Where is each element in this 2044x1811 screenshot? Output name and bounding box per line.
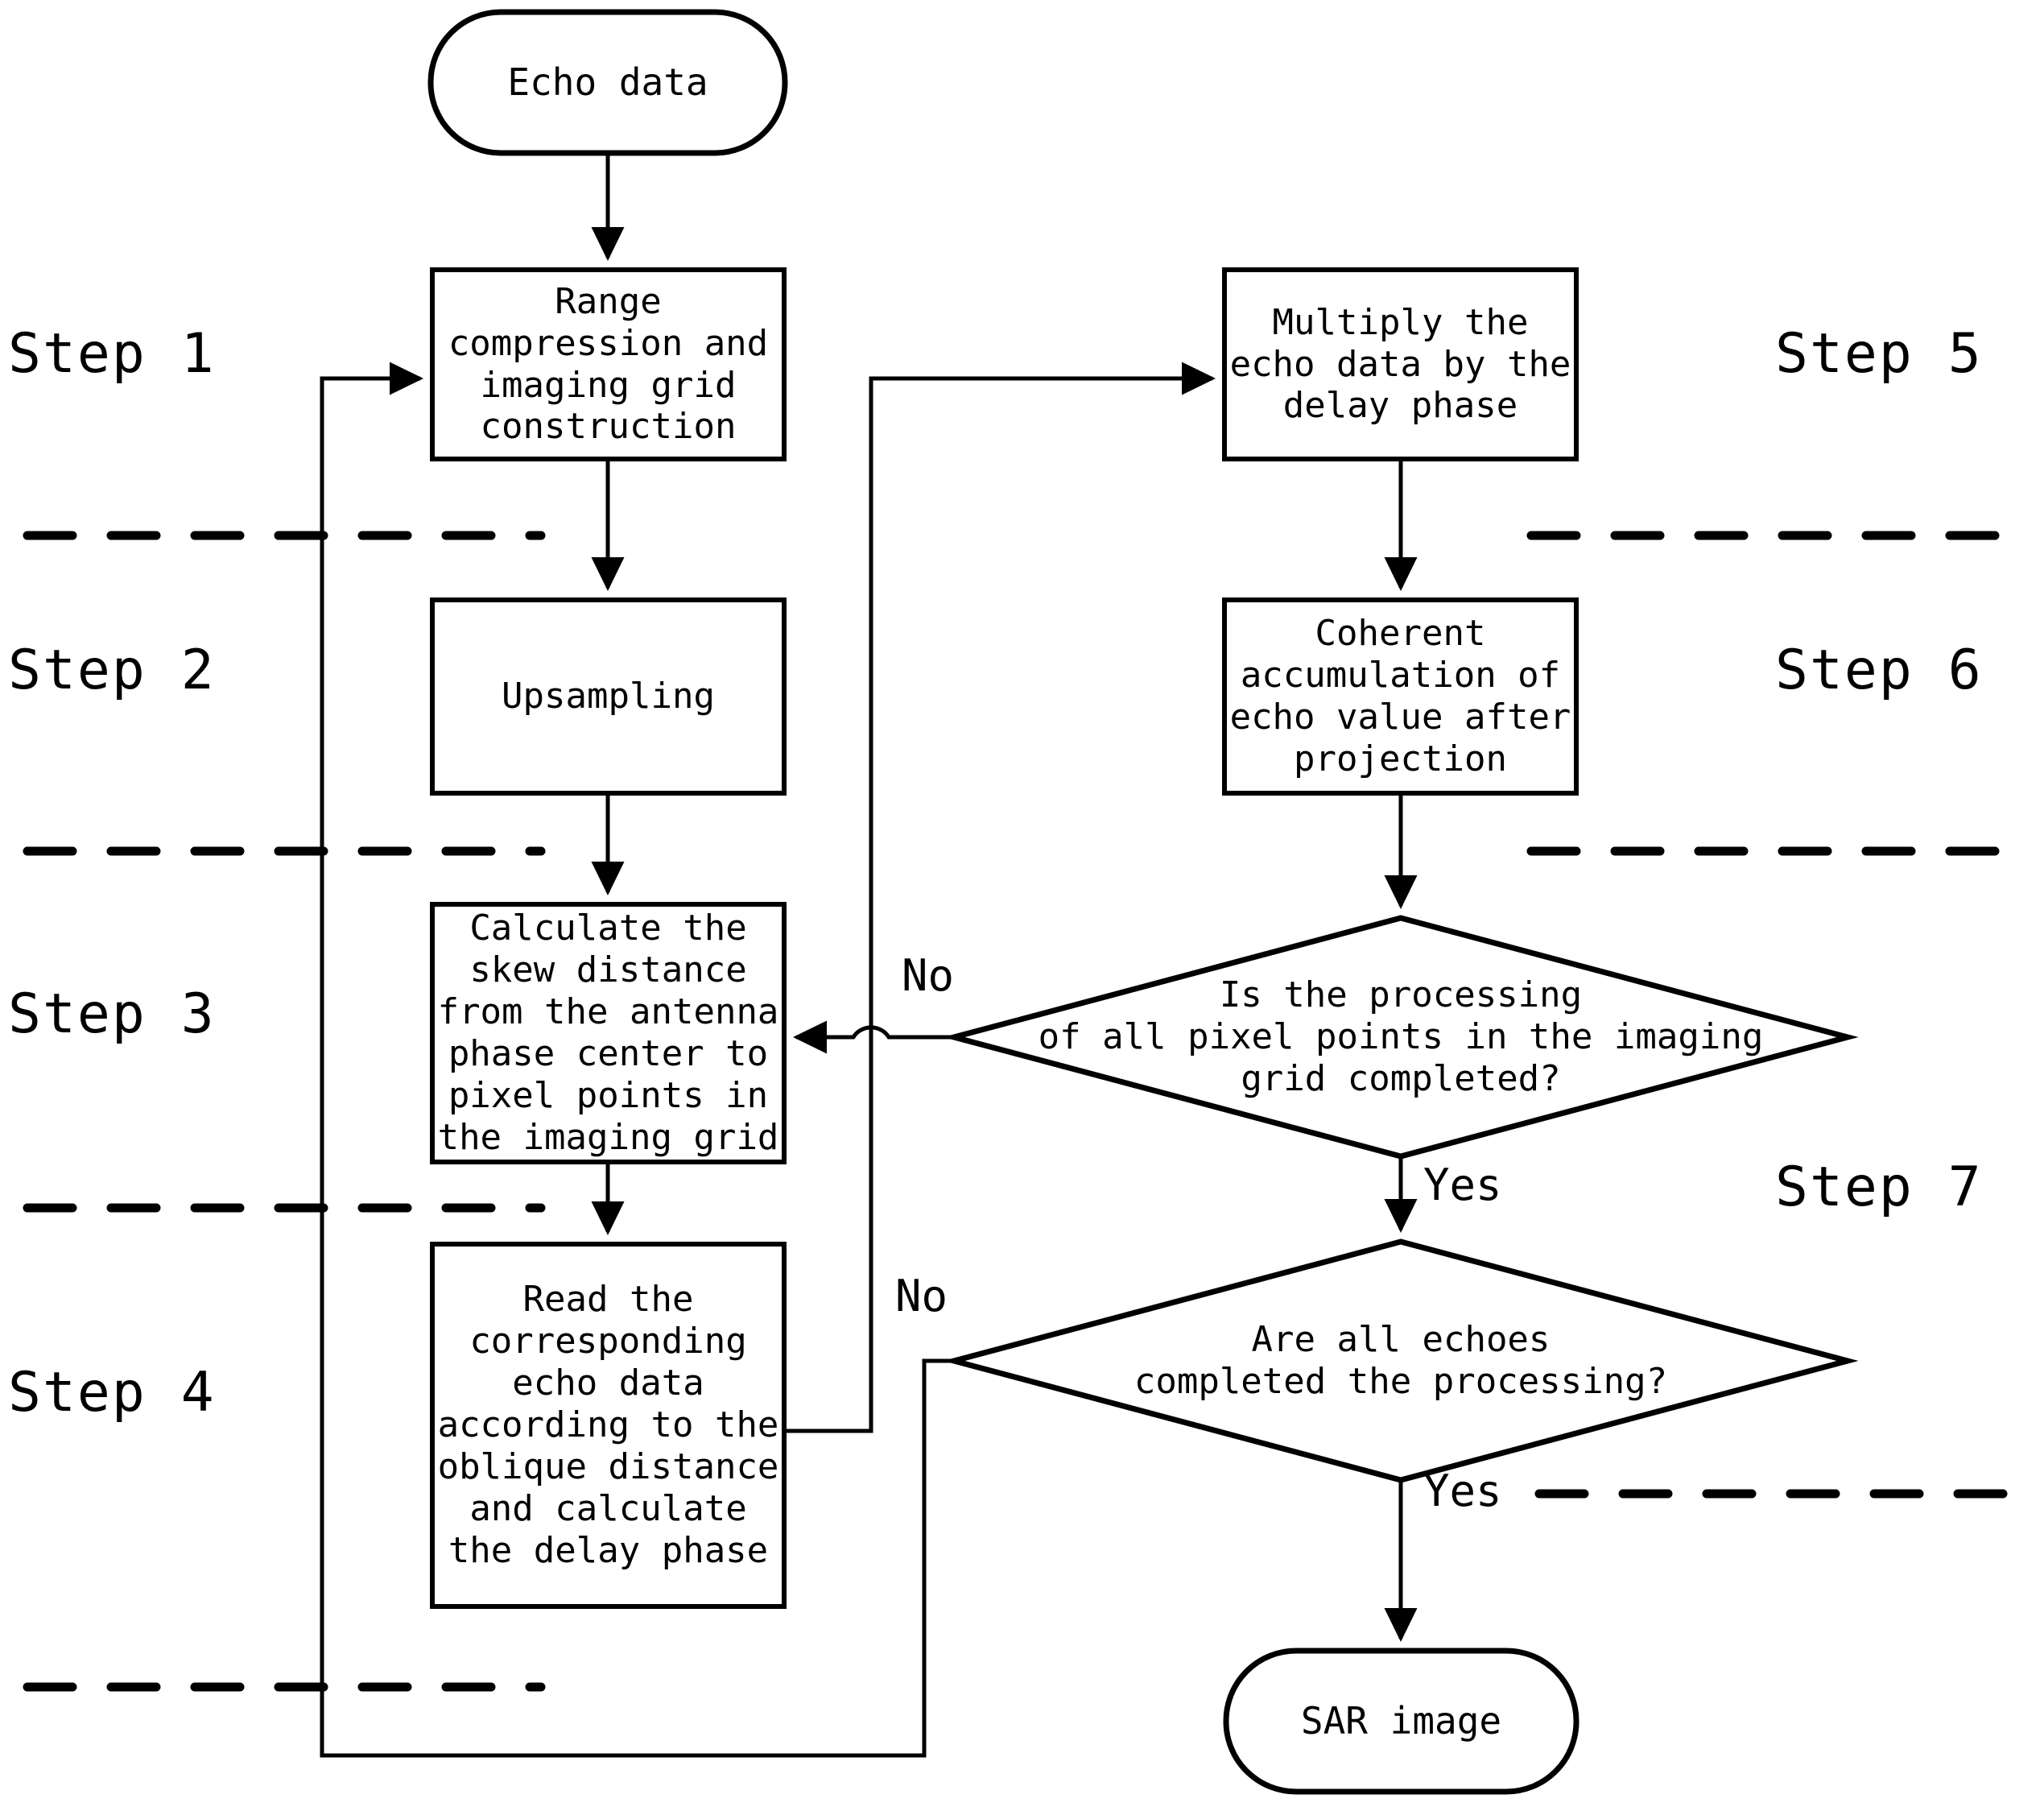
node-decision-pixels-shape	[943, 915, 1859, 1160]
node-read-echo-data-shape	[430, 1242, 787, 1609]
node-calculate-skew-distance-shape	[430, 902, 787, 1164]
edge-dec1-no-to-calc	[792, 1020, 954, 1054]
node-range-compression-shape	[430, 267, 787, 461]
node-decision-echoes-shape	[943, 1238, 1859, 1483]
edge-dec2-no-to-range	[320, 362, 954, 1758]
node-coherent-accumulation-shape	[1222, 597, 1579, 796]
node-multiply-delay-phase-shape	[1222, 267, 1579, 461]
node-upsampling-shape	[430, 597, 787, 796]
edge-read-to-multiply	[784, 362, 1216, 1433]
node-sar-image-shape	[1223, 1648, 1579, 1795]
node-echo-data-shape	[427, 9, 788, 156]
